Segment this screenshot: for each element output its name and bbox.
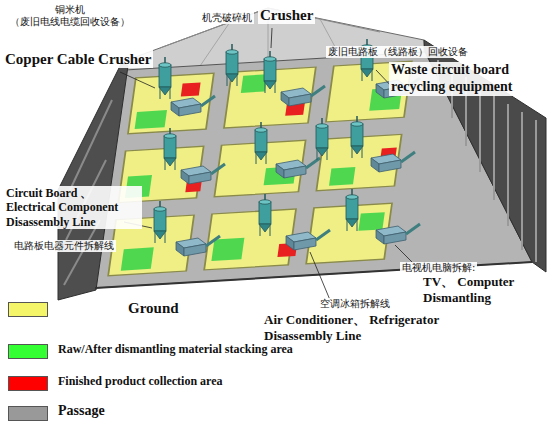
left-wall: [58, 62, 128, 300]
legend-swatch: [8, 302, 48, 317]
chinese-label: 电路板电器元件拆解线: [12, 240, 116, 252]
equipment: [154, 39, 420, 256]
callout-label: Copper Cable Crusher: [3, 50, 153, 68]
callout-label: Crusher: [258, 6, 315, 24]
legend-swatch: [8, 344, 48, 359]
floor-zones: [108, 61, 412, 275]
legend-text: Raw/After dismantling material stacking …: [58, 342, 293, 356]
legend-swatch: [8, 376, 48, 391]
callout-label: TV、 Computer Dismantling: [421, 274, 547, 305]
callout-label: Circuit Board 、 Electrical Component Dis…: [4, 186, 142, 229]
chinese-label: 铜米机 （废旧电线电缆回收设备）: [4, 4, 136, 28]
legend-text: Passage: [58, 403, 105, 420]
chinese-label: 废旧电路板（线路板）回收设备: [326, 46, 470, 58]
leader-lines: [120, 28, 420, 300]
chinese-label: 空调冰箱拆解线: [318, 298, 392, 310]
chinese-label: 电视机电脑拆解:: [400, 262, 477, 274]
legend-swatch: [8, 406, 48, 421]
callout-label: Air Conditioner、 Refrigerator Disassembl…: [262, 312, 472, 343]
callout-label: Waste circuit board recycling equipment: [389, 62, 547, 96]
legend-text: Finished product collection area: [58, 374, 223, 388]
chinese-label: 机壳破碎机: [200, 12, 254, 24]
legend-text: Ground: [128, 299, 179, 317]
